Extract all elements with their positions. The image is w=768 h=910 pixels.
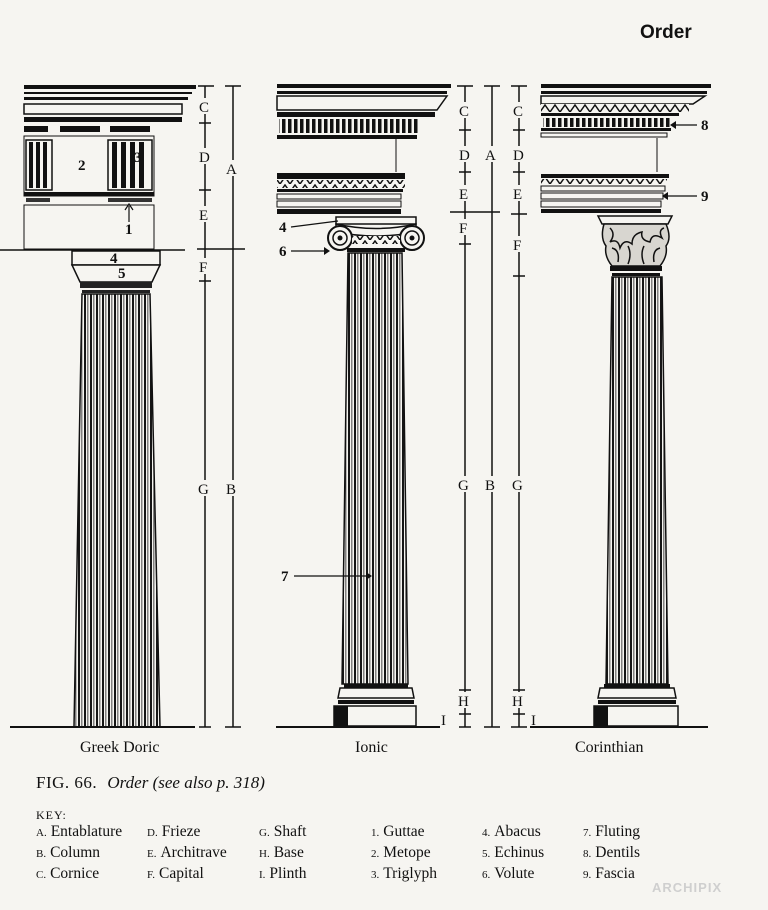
key-item-4: 4.Abacus	[482, 823, 541, 840]
key-column-3: G.Shaft H.Base I.Plinth	[259, 822, 306, 885]
figure-number: FIG. 66.	[36, 773, 98, 792]
dim-D-corinthian: D	[513, 148, 524, 164]
callout-2: 2	[78, 158, 86, 174]
key-item-H: H.Base	[259, 844, 304, 861]
key-item-8: 8.Dentils	[583, 844, 641, 861]
callout-4-ionic: 4	[279, 220, 287, 236]
callout-6: 6	[279, 244, 287, 260]
figure-caption: FIG. 66. Order (see also p. 318)	[36, 773, 265, 793]
key-item-5: 5.Echinus	[482, 844, 545, 861]
key-item-E: E.Architrave	[147, 844, 227, 861]
ionic-order	[276, 84, 451, 728]
dim-B-ionic: B	[485, 478, 495, 494]
key-item-I: I.Plinth	[259, 865, 307, 882]
dimension-lines	[197, 85, 527, 728]
key-heading: KEY:	[36, 808, 67, 822]
figure-title: Order (see also p. 318)	[107, 773, 265, 792]
dim-E-corinthian: E	[513, 187, 522, 203]
dim-G-ionic: G	[458, 478, 469, 494]
key-item-C: C.Cornice	[36, 865, 100, 882]
key-item-F: F.Capital	[147, 865, 204, 882]
key-item-B: B.Column	[36, 844, 101, 861]
key-item-7: 7.Fluting	[583, 823, 641, 840]
triglyph-left	[25, 139, 53, 191]
key-item-1: 1.Guttae	[371, 823, 425, 840]
page-title: Order	[640, 22, 692, 43]
dim-C-ionic: C	[459, 104, 469, 120]
dim-H-ionic: H	[458, 694, 469, 710]
dim-C-corinthian: C	[513, 104, 523, 120]
dim-I-ionic: I	[441, 713, 446, 729]
key-item-9: 9.Fascia	[583, 865, 635, 882]
key-column-5: 4.Abacus 5.Echinus 6.Volute	[482, 822, 544, 885]
key-column-1: A.Entablature B.Column C.Cornice	[36, 822, 122, 885]
key-item-D: D.Frieze	[147, 823, 201, 840]
caption-greek-doric: Greek Doric	[80, 739, 160, 756]
dim-H-corinthian: H	[512, 694, 523, 710]
caption-ionic: Ionic	[355, 739, 388, 756]
dim-E-doric: E	[199, 208, 208, 224]
triglyph-right	[107, 139, 153, 191]
dim-F-ionic: F	[459, 221, 467, 237]
caption-corinthian: Corinthian	[575, 739, 644, 756]
dim-D-ionic: D	[459, 148, 470, 164]
callout-7: 7	[281, 569, 289, 585]
dim-I-corinthian: I	[531, 713, 536, 729]
callout-5: 5	[118, 266, 126, 282]
key-column-6: 7.Fluting 8.Dentils 9.Fascia	[583, 822, 640, 885]
key-item-6: 6.Volute	[482, 865, 535, 882]
dim-G-doric: G	[198, 482, 209, 498]
key-item-A: A.Entablature	[36, 823, 123, 840]
key-item-3: 3.Triglyph	[371, 865, 437, 882]
key-column-4: 1.Guttae 2.Metope 3.Triglyph	[371, 822, 437, 885]
dim-B-doric: B	[226, 482, 236, 498]
dim-G-corinthian: G	[512, 478, 523, 494]
dim-D-doric: D	[199, 150, 210, 166]
key-column-2: D.Frieze E.Architrave F.Capital	[147, 822, 227, 885]
doric-order	[0, 85, 196, 728]
callout-1: 1	[125, 222, 133, 238]
dim-F-corinthian: F	[513, 238, 521, 254]
dim-A-ionic: A	[485, 148, 496, 164]
dim-C-doric: C	[199, 100, 209, 116]
dim-F-doric: F	[199, 260, 207, 276]
callout-9: 9	[701, 189, 709, 205]
callout-4-doric: 4	[110, 251, 118, 267]
watermark-logo: ARCHIPIX	[652, 880, 723, 895]
key-item-2: 2.Metope	[371, 844, 431, 861]
callout-3: 3	[134, 150, 142, 166]
key-item-G: G.Shaft	[259, 823, 307, 840]
callout-8: 8	[701, 118, 709, 134]
corinthian-order	[530, 84, 711, 728]
dim-A-doric: A	[226, 162, 237, 178]
dim-E-ionic: E	[459, 187, 468, 203]
